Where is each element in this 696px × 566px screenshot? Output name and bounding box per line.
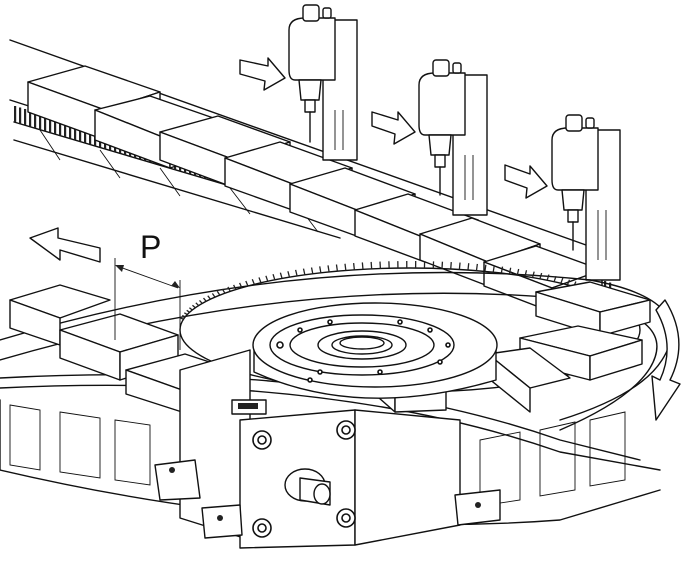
gear-tooth (450, 262, 452, 270)
gear-tooth (251, 278, 255, 285)
upper-workpieces (27, 65, 603, 313)
gear-tooth (302, 268, 306, 275)
gear-tooth (239, 282, 243, 288)
gear-tooth (508, 267, 512, 275)
arrow-right-icon (371, 111, 416, 145)
gear-tooth (531, 271, 535, 278)
gear-tooth (566, 279, 571, 286)
belt-tooth (74, 123, 77, 140)
gear-tooth (287, 271, 291, 278)
gear-tooth (475, 263, 478, 271)
gear-tooth (180, 317, 184, 320)
belt-tooth (84, 126, 87, 143)
pitch-dimension: P (114, 229, 181, 350)
workpiece-block (59, 313, 179, 381)
gear-tooth (492, 265, 495, 273)
gear-tooth (245, 280, 249, 287)
workpiece-block (487, 347, 571, 413)
belt-tooth (24, 108, 27, 125)
arrow-right-icon (239, 57, 286, 91)
gear-tooth (361, 262, 364, 270)
drill-head-1 (288, 4, 358, 161)
indexing-unit (252, 302, 498, 399)
gear-tooth (327, 265, 330, 273)
gear-tooth (258, 277, 262, 284)
gear-tooth (310, 267, 314, 274)
gear-tooth (553, 276, 557, 282)
belt-tooth (49, 116, 52, 133)
gear-tooth (458, 262, 461, 270)
gear-tooth (294, 269, 298, 277)
gear-tooth (221, 288, 226, 294)
gear-tooth (233, 284, 237, 290)
gear-tooth (189, 307, 193, 311)
arrow-left-icon (29, 227, 101, 263)
belt-tooth (44, 114, 47, 131)
belt-tooth (29, 110, 32, 127)
feed-arrows (239, 57, 548, 199)
belt-tooth (54, 117, 57, 134)
gear-teeth (180, 261, 639, 320)
gear-tooth (319, 266, 322, 273)
mounting-holes (276, 319, 451, 383)
gear-tooth (181, 314, 186, 318)
gear-tooth (216, 290, 221, 296)
gearbox-housing (154, 349, 501, 549)
gear-tooth (203, 297, 207, 302)
belt-tooth (89, 128, 92, 145)
workpiece-block (535, 281, 651, 337)
gear-tooth (279, 272, 283, 279)
drill-head-3 (551, 114, 621, 281)
gear-tooth (344, 263, 347, 271)
gear-tooth (227, 286, 231, 292)
gear-tooth (335, 264, 339, 272)
gear-tooth (484, 264, 487, 272)
drill-head-2 (418, 59, 488, 216)
gear-tooth (192, 304, 196, 309)
gear-tooth (524, 270, 528, 277)
gear-tooth (352, 262, 356, 270)
gear-tooth (211, 293, 216, 298)
drilling-heads (288, 4, 621, 281)
gear-tooth (539, 272, 543, 280)
belt-tooth (14, 106, 17, 122)
gear-tooth (370, 261, 373, 269)
gear-tooth (560, 277, 564, 284)
rotation-arrow-icon (651, 299, 681, 421)
belt-tooth (39, 113, 42, 130)
gear-tooth (272, 273, 276, 281)
gear-tooth (207, 295, 211, 300)
gear-tooth (265, 275, 269, 282)
gear-tooth (195, 302, 200, 307)
belt-tooth (79, 125, 82, 142)
belt-tooth (64, 120, 67, 137)
belt-tooth (59, 119, 62, 136)
gear-tooth (467, 263, 470, 271)
pitch-label: P (140, 229, 161, 265)
gear-tooth (500, 266, 504, 274)
workpiece-block (519, 325, 643, 381)
gear-tooth (546, 274, 550, 281)
gear-tooth (186, 309, 190, 313)
arrow-right-icon (504, 164, 548, 199)
gear-tooth (199, 299, 203, 304)
gear-tooth (516, 268, 520, 276)
gear-tooth (183, 312, 188, 316)
belt-tooth (34, 111, 37, 128)
belt-tooth (19, 107, 22, 124)
belt-tooth (69, 122, 72, 139)
